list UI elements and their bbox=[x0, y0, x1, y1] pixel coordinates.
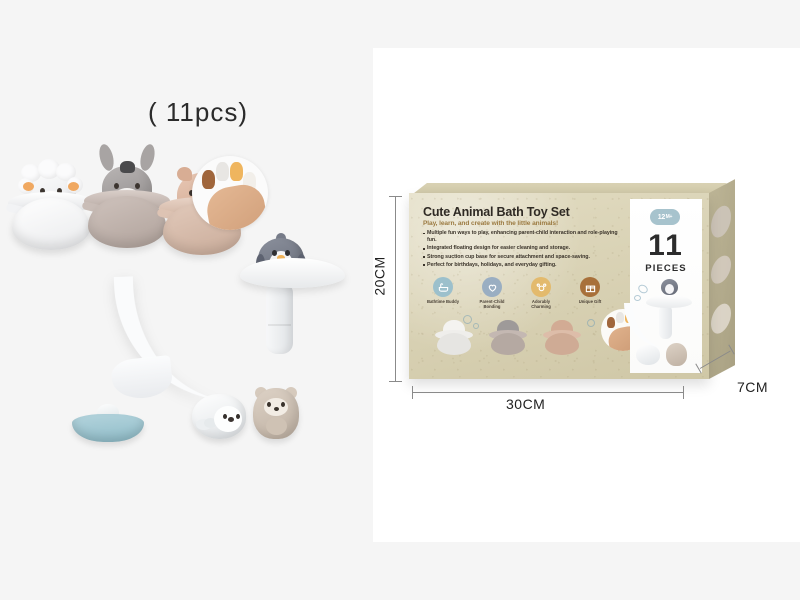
window-seal bbox=[636, 345, 660, 365]
pieces-count-label: ( 11pcs) bbox=[148, 97, 248, 127]
feature-adorably-charming: Adorably Charming bbox=[523, 277, 559, 309]
water-slide bbox=[110, 258, 345, 428]
height-dimension-cap-bottom bbox=[389, 381, 402, 382]
product-packaging-box: Cute Animal Bath Toy Set Play, learn, an… bbox=[409, 179, 739, 383]
box-front-panel: Cute Animal Bath Toy Set Play, learn, an… bbox=[409, 193, 709, 379]
hands-icon bbox=[482, 277, 502, 297]
bullet-item: Multiple fun ways to play, enhancing par… bbox=[423, 230, 628, 244]
bathtub-icon bbox=[433, 277, 453, 297]
box-tagline: Play, learn, and create with the little … bbox=[423, 220, 559, 227]
window-penguin bbox=[661, 279, 678, 295]
box-feature-bullets: Multiple fun ways to play, enhancing par… bbox=[423, 230, 628, 270]
animals-icon bbox=[531, 277, 551, 297]
donkey-float-bowl bbox=[88, 196, 166, 248]
feature-unique-gift: Unique Gift bbox=[572, 277, 608, 309]
window-slide-stem bbox=[659, 305, 672, 339]
pieces-count-word: PIECES bbox=[645, 263, 687, 274]
gift-icon bbox=[580, 277, 600, 297]
slide-stem bbox=[266, 282, 293, 354]
suction-base bbox=[72, 404, 144, 442]
feature-label: Adorably Charming bbox=[531, 299, 551, 309]
age-badge-suffix: M+ bbox=[665, 214, 673, 220]
feature-label: Bathtime Buddy bbox=[426, 299, 460, 304]
width-dimension-cap-left bbox=[412, 386, 413, 399]
box-title: Cute Animal Bath Toy Set bbox=[423, 205, 570, 219]
slide-top-tray bbox=[240, 258, 345, 288]
height-dimension-label: 20CM bbox=[371, 256, 388, 296]
height-dimension-line bbox=[395, 196, 396, 381]
age-badge-number: 12 bbox=[657, 213, 666, 221]
feature-bathtime-buddy: Bathtime Buddy bbox=[425, 277, 461, 309]
bullet-item: Strong suction cup base for secure attac… bbox=[423, 254, 628, 261]
sheep-float-bowl bbox=[12, 198, 90, 250]
slide-ramp-lower bbox=[110, 354, 174, 402]
width-dimension-label: 30CM bbox=[506, 396, 546, 412]
pieces-count-number: 11 bbox=[648, 229, 684, 262]
finger-puppet-photo-inset bbox=[192, 156, 268, 230]
height-dimension-cap-top bbox=[389, 196, 402, 197]
feature-label: Unique Gift bbox=[578, 299, 602, 304]
width-dimension-cap-right bbox=[683, 386, 684, 399]
width-dimension-line bbox=[412, 392, 683, 393]
bullet-item: Perfect for birthdays, holidays, and eve… bbox=[423, 262, 628, 269]
depth-dimension-label: 7CM bbox=[737, 379, 769, 395]
feature-label: Parent-Child Bonding bbox=[479, 299, 505, 309]
otter-toy bbox=[253, 387, 301, 440]
seal-toy bbox=[192, 394, 248, 440]
feature-parent-child-bonding: Parent-Child Bonding bbox=[474, 277, 510, 309]
window-otter bbox=[666, 343, 687, 366]
window-slide-tray bbox=[646, 295, 692, 308]
feature-icon-row: Bathtime Buddy Parent-Child Bonding bbox=[425, 277, 608, 309]
bullet-item: Integrated floating design for easier cl… bbox=[423, 245, 628, 252]
